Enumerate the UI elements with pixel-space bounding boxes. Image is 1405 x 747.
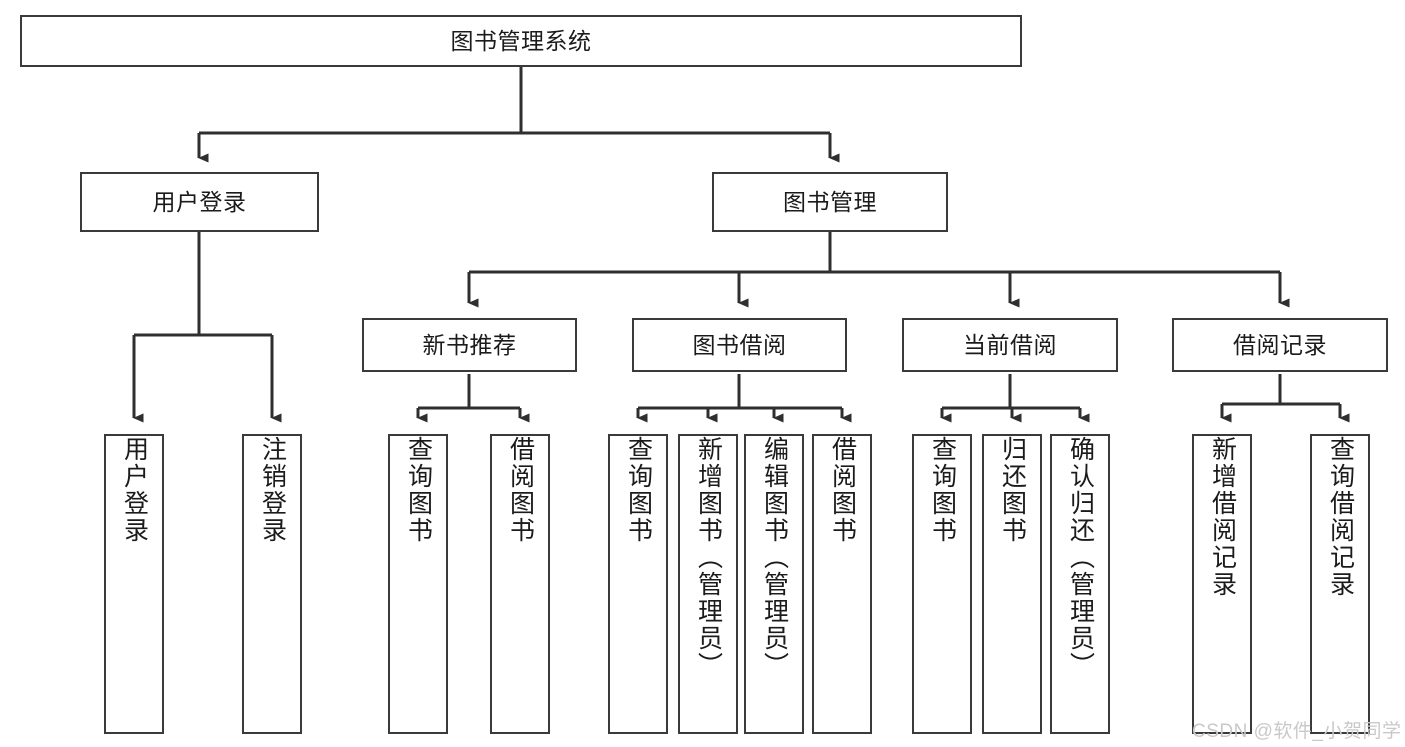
node-leaf-query-books-borrow[interactable]: 查询图书 <box>608 434 668 734</box>
node-current-borrowing[interactable]: 当前借阅 <box>902 318 1118 372</box>
node-leaf-query-books-current[interactable]: 查询图书 <box>912 434 972 734</box>
node-leaf-query-books-newbook[interactable]: 查询图书 <box>388 434 448 734</box>
node-leaf-user-login[interactable]: 用户登录 <box>104 434 164 734</box>
node-label: 用户登录 <box>152 188 247 215</box>
node-label: 新增图书（管理员） <box>694 436 723 679</box>
node-label: 编辑图书（管理员） <box>760 436 789 679</box>
node-label: 查询图书 <box>928 436 957 544</box>
node-user-login[interactable]: 用户登录 <box>80 172 319 232</box>
node-label: 借阅记录 <box>1233 331 1327 358</box>
node-leaf-borrow-books[interactable]: 借阅图书 <box>812 434 872 734</box>
node-leaf-logout[interactable]: 注销登录 <box>242 434 302 734</box>
node-book-borrowing[interactable]: 图书借阅 <box>632 318 847 372</box>
node-label: 新增借阅记录 <box>1208 436 1237 598</box>
node-label: 注销登录 <box>258 436 287 544</box>
node-label: 确认归还（管理员） <box>1066 436 1095 679</box>
node-label: 图书借阅 <box>692 331 787 358</box>
node-leaf-confirm-return-admin[interactable]: 确认归还（管理员） <box>1050 434 1110 734</box>
node-leaf-return-books[interactable]: 归还图书 <box>982 434 1042 734</box>
node-new-book-recommendation[interactable]: 新书推荐 <box>362 318 577 372</box>
node-leaf-add-borrow-record[interactable]: 新增借阅记录 <box>1192 434 1252 734</box>
node-label: 当前借阅 <box>963 331 1057 358</box>
node-label: 查询图书 <box>404 436 433 544</box>
node-book-management[interactable]: 图书管理 <box>712 172 948 232</box>
node-borrowing-records[interactable]: 借阅记录 <box>1172 318 1388 372</box>
node-leaf-edit-book-admin[interactable]: 编辑图书（管理员） <box>744 434 804 734</box>
node-label: 归还图书 <box>998 436 1027 544</box>
node-label: 查询借阅记录 <box>1326 436 1355 598</box>
node-leaf-add-book-admin[interactable]: 新增图书（管理员） <box>678 434 738 734</box>
node-label: 新书推荐 <box>422 331 517 358</box>
node-leaf-query-borrow-record[interactable]: 查询借阅记录 <box>1310 434 1370 734</box>
node-leaf-borrow-books-newbook[interactable]: 借阅图书 <box>490 434 550 734</box>
node-root-library-management-system[interactable]: 图书管理系统 <box>20 15 1022 67</box>
node-label: 用户登录 <box>120 436 149 544</box>
node-label: 图书管理 <box>783 188 877 215</box>
watermark-text: CSDN @软件_小贺同学 <box>1192 721 1402 742</box>
node-label: 借阅图书 <box>506 436 535 544</box>
node-label: 图书管理系统 <box>450 27 592 54</box>
node-label: 借阅图书 <box>828 436 857 544</box>
node-label: 查询图书 <box>624 436 653 544</box>
